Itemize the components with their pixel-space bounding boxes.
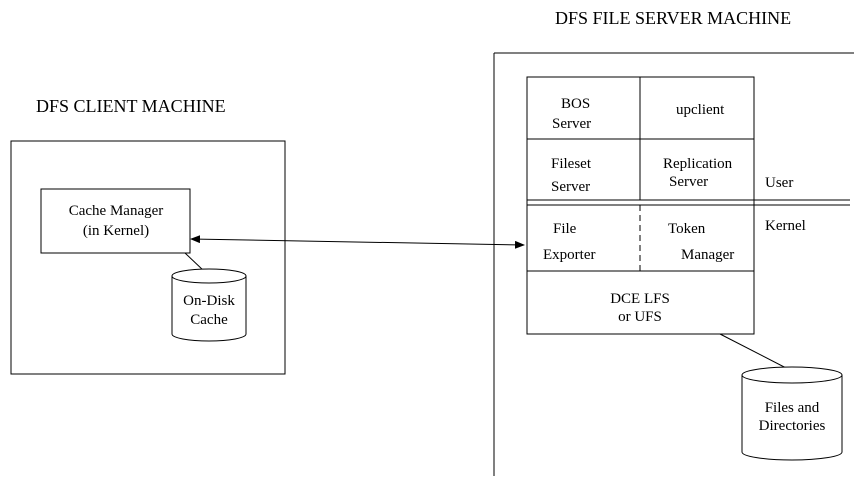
on-disk-cache-label-line1: On-Disk [183,293,235,309]
kernel-layer-label: Kernel [765,218,806,234]
client-machine-title: DFS CLIENT MACHINE [36,96,226,116]
replication-server-label-line1: Replication [663,156,733,172]
cache-manager-label-line2: (in Kernel) [83,223,149,239]
cache-manager-label-line1: Cache Manager [69,203,164,219]
token-manager-label-line1: Token [668,221,706,237]
replication-server-label-line2: Server [669,174,708,190]
dce-lfs-label-line1: DCE LFS [610,291,670,307]
server-machine-title: DFS FILE SERVER MACHINE [555,8,791,28]
user-layer-label: User [765,175,793,191]
storage-connector-line [719,333,791,371]
on-disk-cache-cylinder [171,268,247,342]
fileset-server-label-line2: Server [551,179,590,195]
fileset-server-label-line1: Fileset [551,156,592,172]
upclient-label: upclient [676,102,725,118]
client-server-arrow [190,235,525,249]
token-manager-label-line2: Manager [681,247,734,263]
cache-connector-line [184,252,205,272]
bos-server-label-line1: BOS [561,96,590,112]
files-directories-label-line1: Files and [765,400,820,416]
files-directories-cylinder [741,366,843,461]
file-exporter-label-line2: Exporter [543,247,595,263]
files-directories-label-line2: Directories [759,418,826,434]
cache-manager-box [40,188,191,254]
client-machine-box [10,140,286,375]
bos-server-label-line2: Server [552,116,591,132]
dce-lfs-label-line2: or UFS [618,309,662,325]
on-disk-cache-label-line2: Cache [190,312,228,328]
file-exporter-label-line1: File [553,221,577,237]
